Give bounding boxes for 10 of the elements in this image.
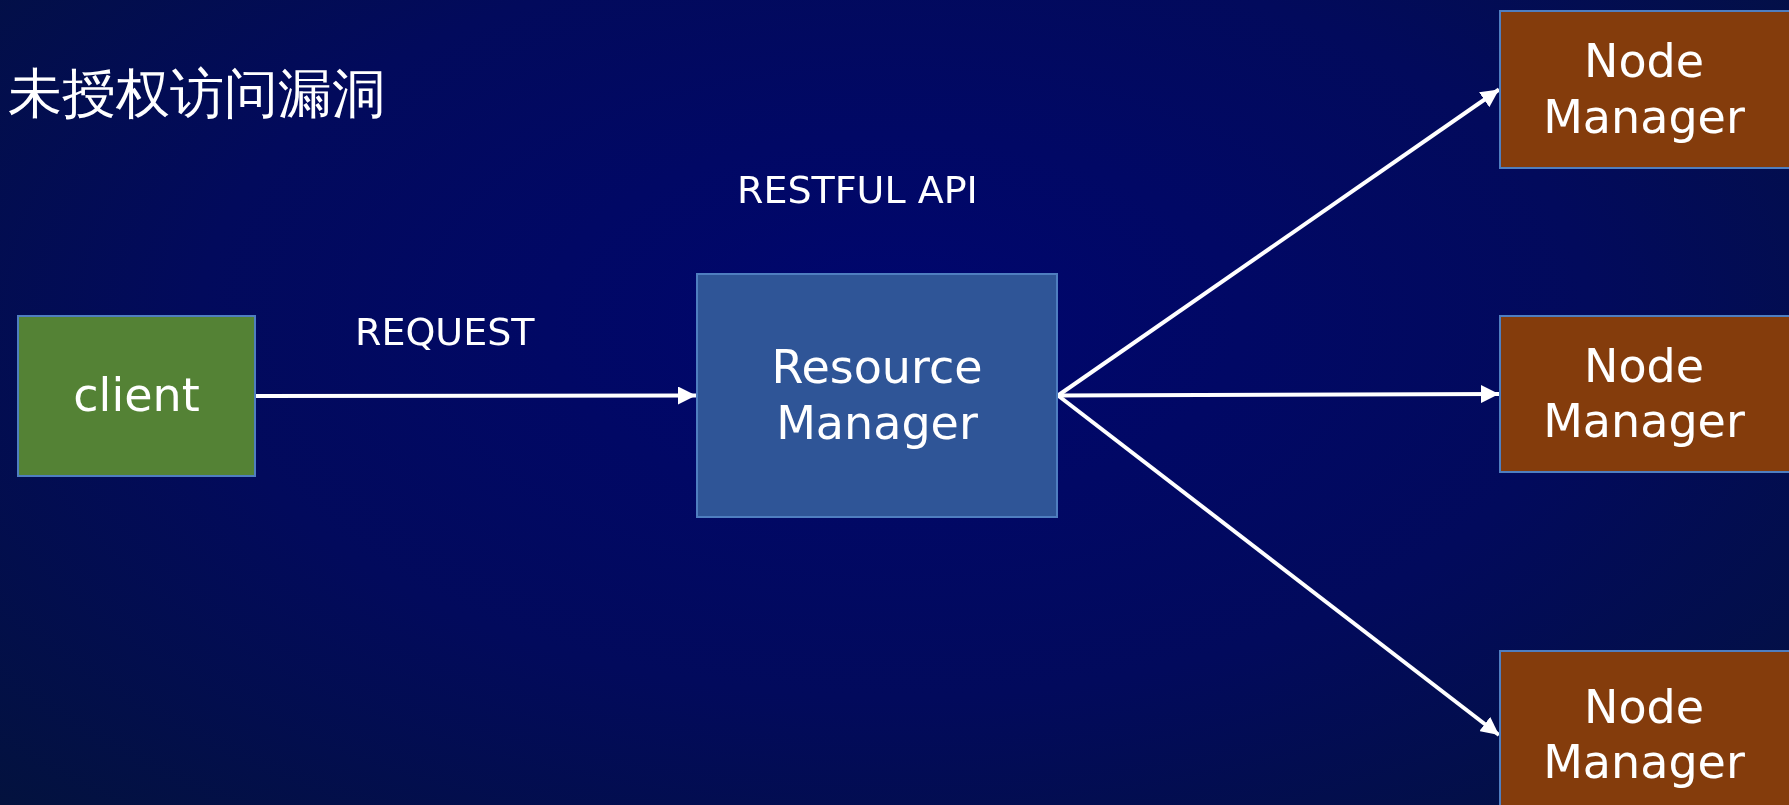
arrow [1058,385,1499,404]
process-box: Node Manager [1499,315,1789,473]
api-label: RESTFUL API [737,168,978,212]
process-box: Resource Manager [696,273,1058,518]
process-box: client [17,315,256,477]
slide-title: 未授权访问漏洞 [8,61,386,127]
edge-label: REQUEST [355,310,535,354]
process-box: Node Manager [1499,10,1789,169]
process-box: Node Manager [1499,650,1789,805]
arrow [256,386,696,405]
